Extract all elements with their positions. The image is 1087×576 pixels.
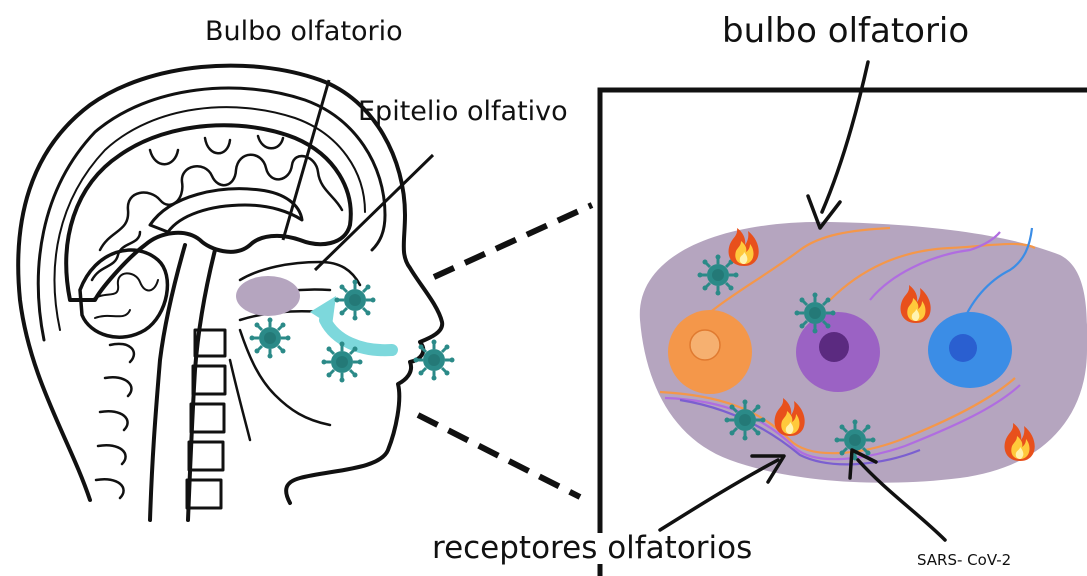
pointer-line-bulbo — [283, 80, 329, 240]
virus-icon — [250, 318, 291, 359]
label-sars-cov-2: SARS- CoV-2 — [917, 553, 1011, 568]
pointer-line-epitelio — [315, 155, 433, 270]
arrow-icon-receptores — [660, 456, 784, 530]
virus-icon — [322, 342, 363, 383]
cell-purple — [796, 312, 880, 392]
cell-blue — [928, 312, 1012, 388]
zoom-dashed-line-bottom — [418, 415, 580, 497]
cell-orange — [668, 310, 752, 394]
head-illustration — [18, 66, 442, 520]
virus-icon — [795, 293, 836, 334]
virus-icon — [414, 340, 455, 381]
virus-icon — [835, 420, 876, 461]
virus-icon — [725, 400, 766, 441]
zoom-dashed-line-top — [434, 205, 592, 277]
label-receptores-olfatorios: receptores olfatorios — [430, 533, 754, 564]
label-bulbo-olfatorio-left: Bulbo olfatorio — [205, 18, 403, 45]
label-bulbo-olfatorio-right: bulbo olfatorio — [722, 14, 969, 48]
virus-icon — [335, 280, 376, 321]
label-epitelio-olfativo: Epitelio olfativo — [358, 98, 568, 125]
olfactory-epithelium-region — [236, 276, 300, 316]
arrow-icon-bulbo — [808, 62, 868, 228]
